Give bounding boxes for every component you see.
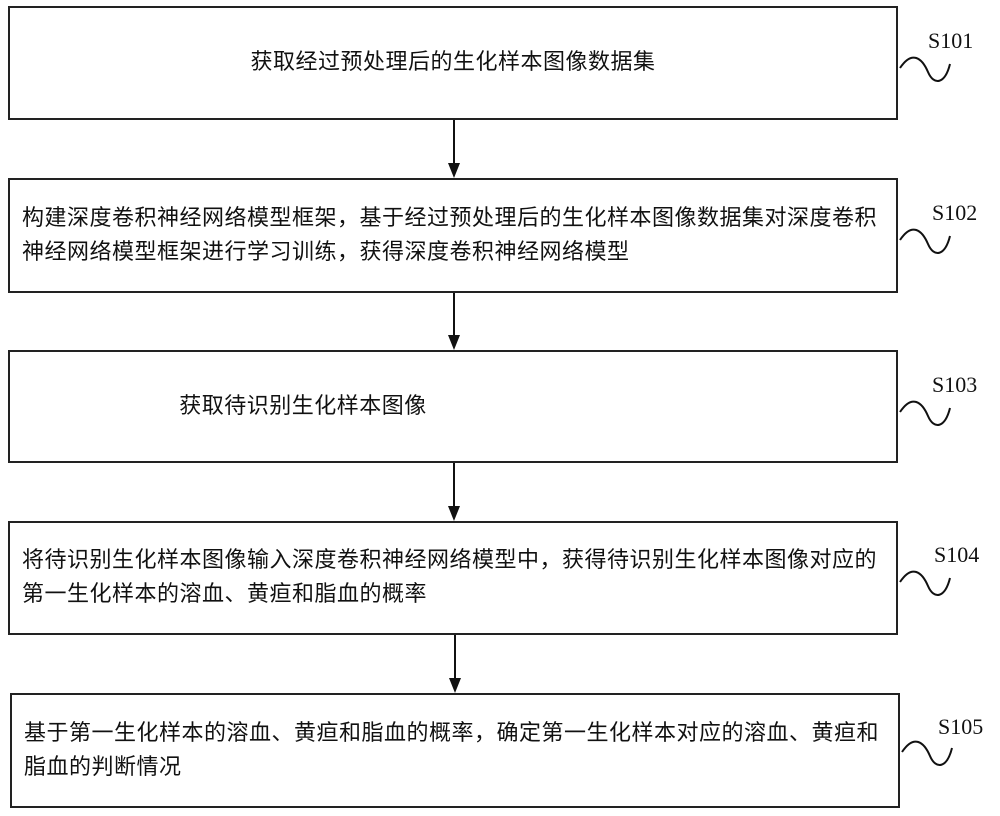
step-label-s105: S105 xyxy=(938,714,984,739)
step-text: 将待识别生化样本图像输入深度卷积神经网络模型中，获得待识别生化样本图像对应的第一… xyxy=(22,548,878,607)
leader-tilde-s103 xyxy=(899,400,951,426)
step-text: 基于第一生化样本的溶血、黄疸和脂血的概率，确定第一生化样本对应的溶血、黄疸和脂血… xyxy=(24,720,880,780)
arrow-3-4 xyxy=(448,463,460,521)
arrow-1-2 xyxy=(448,119,460,178)
arrow-4-5 xyxy=(449,635,461,693)
arrow-2-3 xyxy=(448,293,460,350)
step-text: 获取经过预处理后的生化样本图像数据集 xyxy=(250,50,656,75)
step-text: 构建深度卷积神经网络模型框架，基于经过预处理后的生化样本图像数据集对深度卷积神经… xyxy=(22,205,878,265)
step-label-s104: S104 xyxy=(934,542,980,567)
step-label-s101: S101 xyxy=(928,28,974,53)
leader-tilde-s102 xyxy=(899,228,951,254)
step-text: 获取待识别生化样本图像 xyxy=(179,393,427,419)
step-label-s102: S102 xyxy=(932,200,978,225)
leader-tilde-s105 xyxy=(901,740,953,766)
step-box-s105: 基于第一生化样本的溶血、黄疸和脂血的概率，确定第一生化样本对应的溶血、黄疸和脂血… xyxy=(10,693,900,808)
step-box-s103: 获取待识别生化样本图像 xyxy=(8,350,898,463)
leader-tilde-s104 xyxy=(899,570,951,596)
step-box-s102: 构建深度卷积神经网络模型框架，基于经过预处理后的生化样本图像数据集对深度卷积神经… xyxy=(8,178,898,293)
step-label-s103: S103 xyxy=(932,372,978,397)
step-box-s104: 将待识别生化样本图像输入深度卷积神经网络模型中，获得待识别生化样本图像对应的第一… xyxy=(8,521,898,635)
step-box-s101: 获取经过预处理后的生化样本图像数据集 xyxy=(8,6,898,120)
leader-tilde-s101 xyxy=(899,56,951,82)
